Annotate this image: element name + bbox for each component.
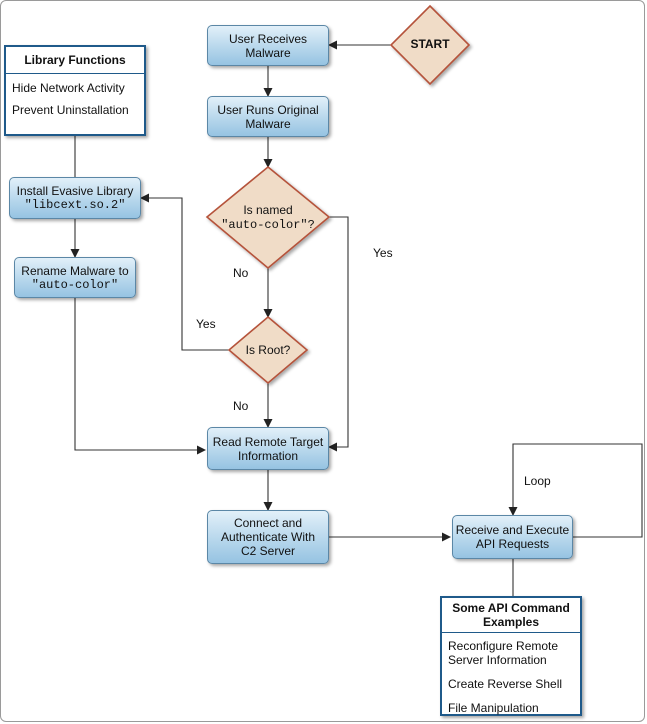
install-library-node: Install Evasive Library "libcext.so.2" — [9, 177, 141, 219]
loop-label: Loop — [524, 474, 551, 488]
user-runs-malware-node: User Runs Original Malware — [207, 96, 329, 137]
install-library-label-line2: "libcext.so.2" — [24, 198, 126, 212]
api-command-item: Reconfigure Remote Server Information — [448, 639, 559, 667]
rename-malware-node: Rename Malware to "auto-color" — [14, 257, 136, 298]
is-root-label: Is Root? — [245, 343, 291, 357]
library-function-item: Hide Network Activity — [12, 81, 125, 95]
edge-isnamed-yes — [328, 216, 349, 452]
edge-rename-to-read — [74, 298, 206, 455]
start-diamond — [389, 4, 471, 86]
api-commands-title: Some API Command Examples — [442, 598, 580, 633]
connect-c2-label: Connect and Authenticate With C2 Server — [220, 516, 316, 558]
yes-named-label: Yes — [373, 246, 393, 260]
rename-malware-label-line2: "auto-color" — [31, 277, 119, 292]
yes-root-label: Yes — [196, 317, 216, 331]
is-named-label: Is named "auto-color"? — [215, 203, 321, 233]
library-functions-panel: Library Functions Hide Network Activity … — [4, 45, 146, 136]
read-remote-label: Read Remote Target Information — [212, 434, 324, 463]
user-receives-malware-label: User Receives Malware — [228, 31, 308, 60]
edge-isroot-yes — [140, 193, 229, 351]
rename-malware-label-line1: Rename Malware to — [21, 263, 129, 278]
receive-execute-label: Receive and Execute API Requests — [455, 523, 570, 551]
edge-loop — [508, 443, 643, 538]
connect-c2-node: Connect and Authenticate With C2 Server — [207, 510, 329, 564]
is-named-label-line1: Is named — [243, 203, 293, 217]
install-library-label-line1: Install Evasive Library — [16, 184, 134, 198]
api-command-item: File Manipulation — [448, 701, 539, 715]
no-root-label: No — [233, 399, 249, 413]
user-receives-malware-node: User Receives Malware — [207, 25, 329, 66]
api-commands-panel: Some API Command Examples Reconfigure Re… — [440, 596, 582, 716]
is-named-label-line2: "auto-color"? — [221, 218, 315, 232]
no-named-label: No — [233, 266, 249, 280]
receive-execute-node: Receive and Execute API Requests — [452, 515, 573, 559]
is-root-diamond — [227, 315, 309, 385]
read-remote-node: Read Remote Target Information — [207, 427, 329, 470]
start-label: START — [410, 37, 450, 51]
is-named-diamond — [205, 165, 331, 270]
user-runs-malware-label: User Runs Original Malware — [217, 102, 319, 131]
library-functions-title: Library Functions — [6, 47, 144, 74]
library-function-item: Prevent Uninstallation — [12, 103, 129, 117]
api-command-item: Create Reverse Shell — [448, 677, 563, 691]
